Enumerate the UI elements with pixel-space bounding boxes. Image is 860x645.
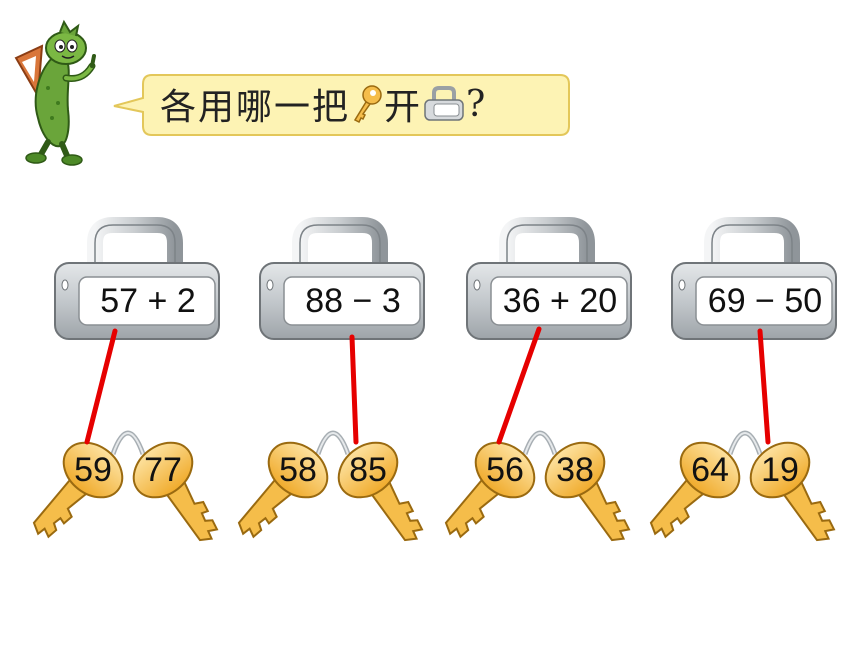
answer-connector-line bbox=[349, 334, 359, 445]
answer-connector-line bbox=[757, 328, 771, 445]
answer-connector-line bbox=[496, 326, 542, 445]
keyhole bbox=[473, 279, 481, 291]
key-right bbox=[749, 441, 836, 542]
key-right-number[interactable]: 19 bbox=[761, 450, 799, 489]
lock-expression: 57 + 2 bbox=[100, 281, 196, 320]
question-text: 各用哪一把 开 ? bbox=[160, 76, 487, 132]
lock-expression: 88 − 3 bbox=[305, 281, 401, 320]
keyhole bbox=[678, 279, 686, 291]
lock-expression: 36 + 20 bbox=[502, 281, 618, 320]
question-part3: ? bbox=[466, 83, 488, 125]
padlock-icon bbox=[424, 86, 464, 121]
answer-connector-line bbox=[84, 328, 118, 445]
cucumber-mascot bbox=[14, 19, 96, 166]
lock-plate bbox=[490, 276, 628, 326]
lock-expression: 69 − 50 bbox=[707, 281, 823, 320]
key-icon bbox=[353, 85, 382, 124]
lock-plate bbox=[78, 276, 216, 326]
question-part2: 开 bbox=[384, 87, 423, 128]
key-right-number[interactable]: 85 bbox=[349, 450, 387, 489]
key-left-number[interactable]: 64 bbox=[691, 450, 729, 489]
key-left bbox=[444, 441, 536, 539]
key-right bbox=[544, 441, 631, 542]
key-left bbox=[237, 441, 329, 539]
key-right-number[interactable]: 38 bbox=[556, 450, 594, 489]
keyhole bbox=[61, 279, 69, 291]
key-left bbox=[32, 441, 124, 539]
lock-plate bbox=[695, 276, 833, 326]
key-left-number[interactable]: 59 bbox=[74, 450, 112, 489]
key-left-number[interactable]: 56 bbox=[486, 450, 524, 489]
key-left bbox=[649, 441, 741, 539]
question-part1: 各用哪一把 bbox=[160, 87, 351, 128]
key-left-number[interactable]: 58 bbox=[279, 450, 317, 489]
keyhole bbox=[266, 279, 274, 291]
lock-plate bbox=[283, 276, 421, 326]
key-right bbox=[132, 441, 219, 542]
key-right-number[interactable]: 77 bbox=[144, 450, 182, 489]
key-right bbox=[337, 441, 424, 542]
